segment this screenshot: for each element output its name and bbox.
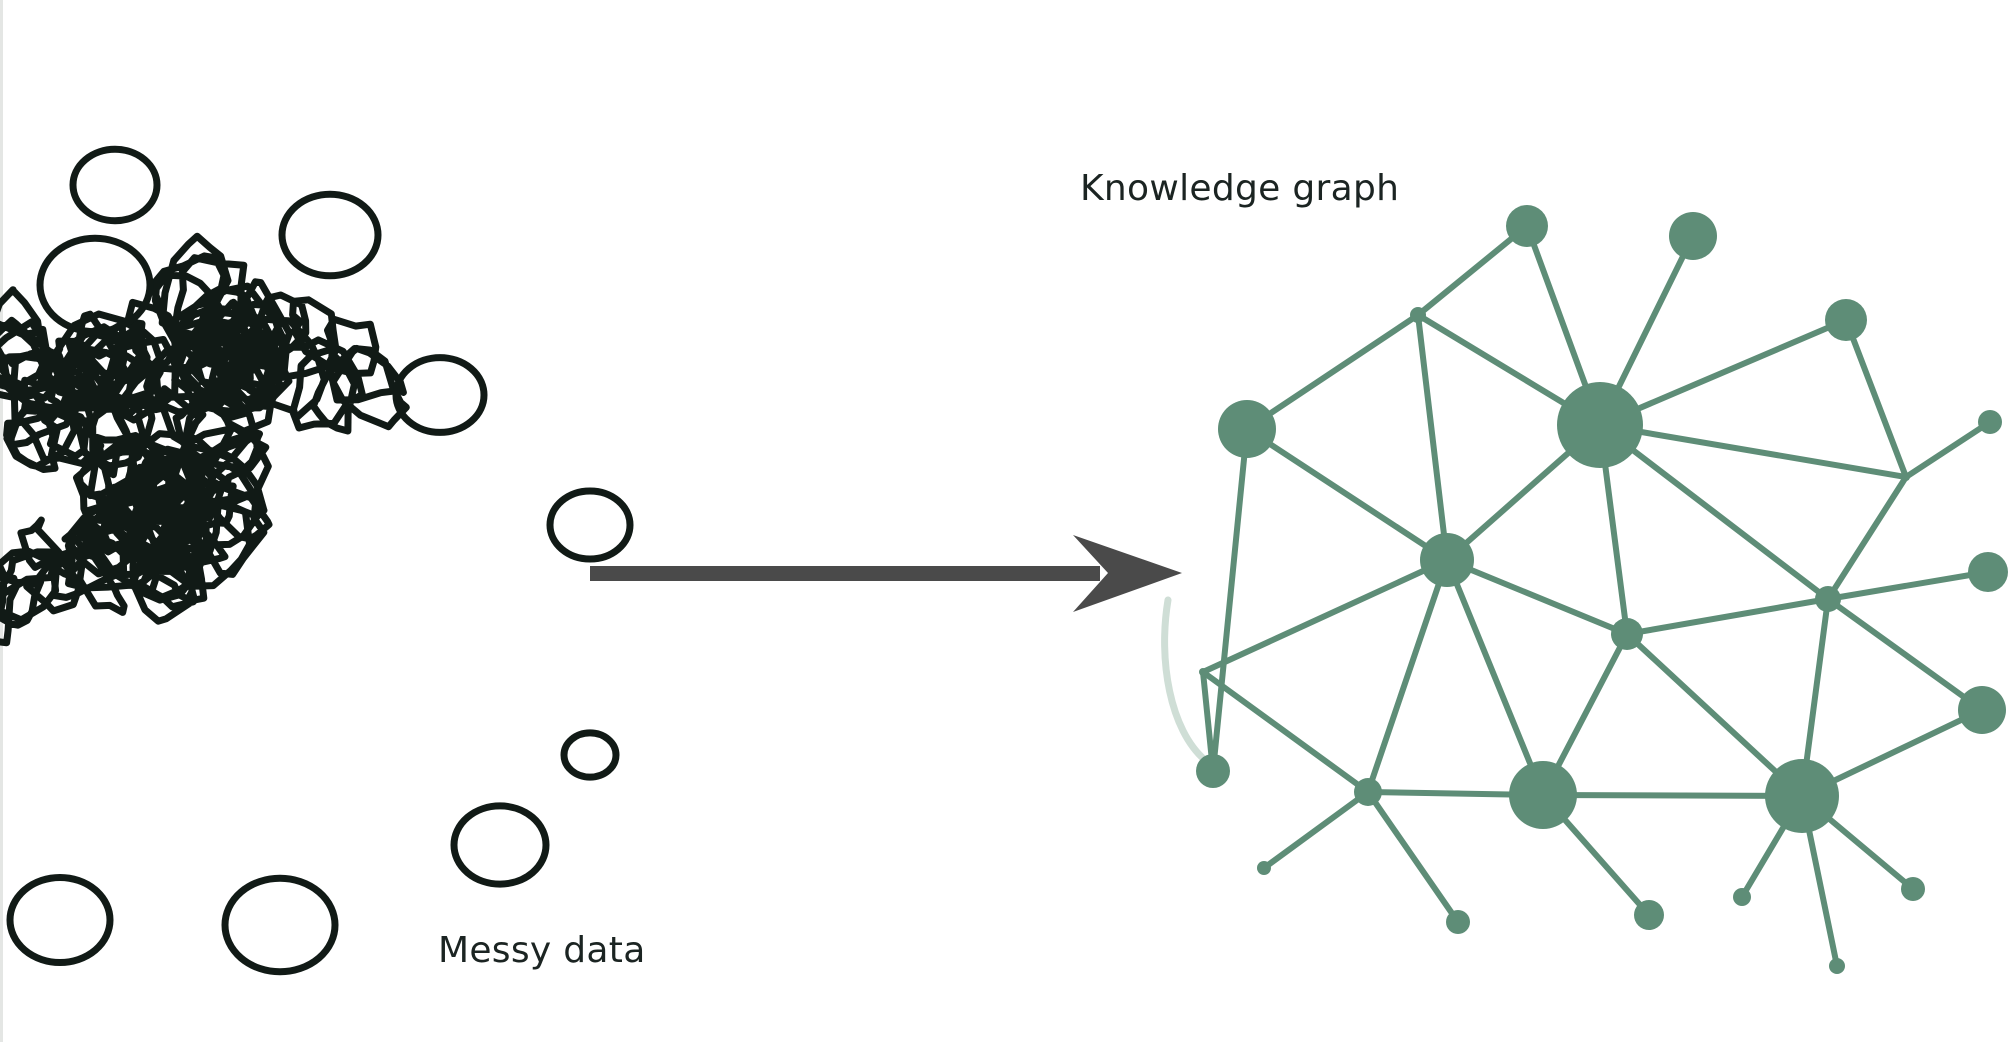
graph-node (1901, 877, 1925, 901)
scribble-loop (392, 354, 488, 436)
graph-edge (1244, 426, 1450, 563)
graph-node (1978, 410, 2002, 434)
right-arrow-icon (590, 535, 1182, 612)
scribble-loop (6, 874, 114, 966)
graph-node (1902, 473, 1910, 481)
graph-node (1815, 586, 1841, 612)
graph-node (1829, 958, 1845, 974)
arrow-shaft (590, 566, 1100, 581)
graph-node (1634, 900, 1664, 930)
graph-node (1506, 205, 1548, 247)
graph-edge (1200, 669, 1371, 795)
graph-node (1825, 299, 1867, 341)
graph-edge (1597, 422, 1909, 480)
scribble-loop (560, 729, 620, 781)
tangled-scribble-icon (0, 145, 634, 976)
graph-edge (1825, 474, 1909, 602)
graph-node (1958, 686, 2006, 734)
graph-edge (1200, 557, 1450, 675)
messy-data-label: Messy data (438, 930, 646, 971)
scribble-loop (69, 145, 161, 225)
graph-edge (1244, 312, 1421, 432)
knowledge-graph-label: Knowledge graph (1080, 168, 1400, 209)
scribble-loop (221, 874, 339, 976)
faint-stroke (1161, 596, 1209, 764)
graph-edge (1415, 312, 1450, 563)
graph-edge (1825, 596, 1985, 713)
graph-node (1669, 212, 1717, 260)
graph-node (1733, 888, 1751, 906)
graph-node (1257, 861, 1271, 875)
graph-edge (1415, 223, 1530, 318)
graph-edge (1210, 426, 1250, 774)
graph-edge (1624, 596, 1831, 637)
graph-edge (1825, 569, 1991, 602)
scribble-stroke (0, 232, 410, 647)
graph-node (1196, 754, 1230, 788)
arrow-head (1073, 535, 1182, 612)
graph-edge (1365, 789, 1461, 925)
graph-node (1354, 778, 1382, 806)
graph-edge (1624, 631, 1805, 799)
scribble-loop (450, 802, 550, 888)
network-graph-icon (1161, 205, 2008, 974)
left-edge-rule (0, 0, 3, 1042)
graph-node (1420, 533, 1474, 587)
graph-edge (1540, 792, 1805, 799)
graph-node (1218, 400, 1276, 458)
scribble-loop (36, 234, 154, 336)
graph-edge (1597, 422, 1831, 602)
graph-edge (1444, 557, 1630, 637)
graph-node (1765, 759, 1839, 833)
graph-edge (1597, 317, 1849, 428)
scribble-loop (546, 487, 634, 563)
graph-edge (1261, 789, 1371, 871)
graph-edge (1903, 419, 1993, 480)
graph-node (1611, 618, 1643, 650)
graph-node (1509, 761, 1577, 829)
graph-edge (1365, 557, 1450, 795)
graph-node (1968, 552, 2008, 592)
graph-edge (1444, 557, 1546, 798)
graph-edge (1843, 317, 1909, 480)
graph-node (1199, 668, 1207, 676)
graph-node (1410, 307, 1426, 323)
graph-node (1557, 382, 1643, 468)
scribble-loop (278, 190, 382, 280)
graph-node (1446, 910, 1470, 934)
